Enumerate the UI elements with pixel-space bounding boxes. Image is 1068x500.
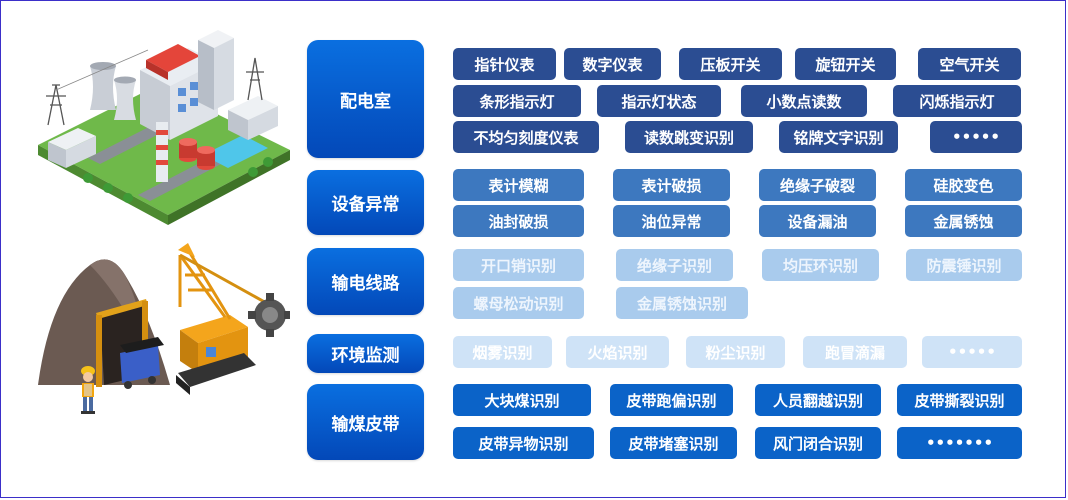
recognition-item-chip: 螺母松动识别 (453, 287, 584, 319)
coal-mine-illustration (38, 243, 290, 414)
recognition-item-chip: 烟雾识别 (453, 336, 552, 368)
recognition-item-chip: 表计破损 (613, 169, 730, 201)
recognition-item-chip: 风门闭合识别 (755, 427, 881, 459)
cat-coal-belt: 输煤皮带 (307, 384, 424, 460)
cat-environment-monitoring: 环境监测 (307, 334, 424, 373)
recognition-item-chip: 均压环识别 (762, 249, 879, 281)
more-ellipsis-chip: ••••••• (897, 427, 1022, 459)
recognition-item-chip: 空气开关 (918, 48, 1021, 80)
recognition-item-chip: 硅胶变色 (905, 169, 1022, 201)
recognition-item-chip: 跑冒滴漏 (803, 336, 907, 368)
recognition-item-chip: 皮带跑偏识别 (610, 384, 733, 416)
power-plant-illustration (38, 30, 290, 225)
recognition-item-chip: 金属锈蚀识别 (616, 287, 748, 319)
recognition-item-chip: 防震锤识别 (906, 249, 1022, 281)
recognition-item-chip: 闪烁指示灯 (893, 85, 1021, 117)
recognition-item-chip: 绝缘子破裂 (759, 169, 876, 201)
recognition-item-chip: 开口销识别 (453, 249, 584, 281)
recognition-item-chip: 油封破损 (453, 205, 584, 237)
recognition-item-chip: 粉尘识别 (686, 336, 785, 368)
recognition-item-chip: 人员翻越识别 (755, 384, 881, 416)
recognition-item-chip: 金属锈蚀 (905, 205, 1022, 237)
recognition-item-chip: 指示灯状态 (597, 85, 721, 117)
recognition-item-chip: 绝缘子识别 (616, 249, 733, 281)
recognition-item-chip: 油位异常 (613, 205, 730, 237)
recognition-item-chip: 皮带异物识别 (453, 427, 594, 459)
recognition-item-chip: 皮带撕裂识别 (897, 384, 1022, 416)
recognition-item-chip: 小数点读数 (741, 85, 867, 117)
recognition-item-chip: 皮带堵塞识别 (610, 427, 737, 459)
more-ellipsis-chip: ••••• (922, 336, 1022, 368)
recognition-item-chip: 火焰识别 (566, 336, 669, 368)
recognition-item-chip: 设备漏油 (759, 205, 876, 237)
recognition-item-chip: 条形指示灯 (453, 85, 581, 117)
recognition-item-chip: 表计模糊 (453, 169, 584, 201)
recognition-item-chip: 铭牌文字识别 (779, 121, 898, 153)
cat-power-room: 配电室 (307, 40, 424, 158)
recognition-item-chip: 大块煤识别 (453, 384, 591, 416)
recognition-item-chip: 不均匀刻度仪表 (453, 121, 599, 153)
cat-transmission-line: 输电线路 (307, 248, 424, 315)
recognition-item-chip: 数字仪表 (564, 48, 661, 80)
more-ellipsis-chip: ••••• (930, 121, 1022, 153)
recognition-item-chip: 旋钮开关 (795, 48, 896, 80)
recognition-item-chip: 压板开关 (679, 48, 782, 80)
cat-equipment-anomaly: 设备异常 (307, 170, 424, 235)
recognition-item-chip: 指针仪表 (453, 48, 556, 80)
recognition-item-chip: 读数跳变识别 (625, 121, 753, 153)
